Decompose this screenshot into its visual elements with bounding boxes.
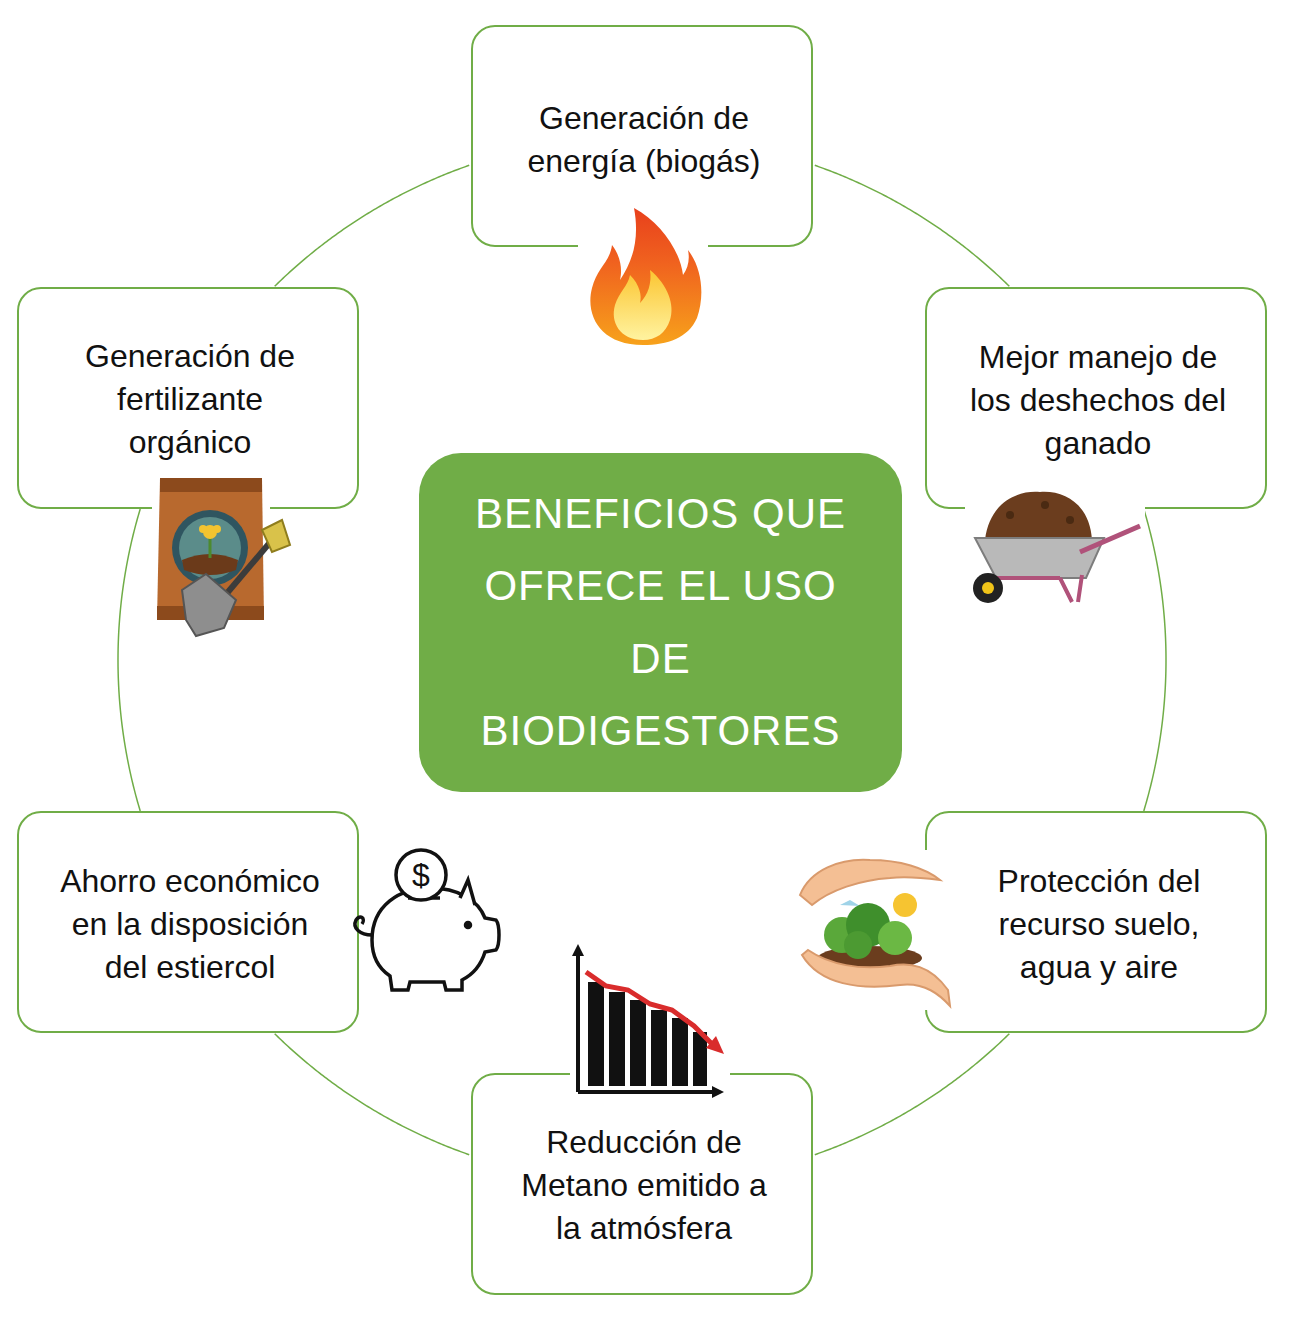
coin-symbol: $ — [405, 855, 437, 895]
piggy-bank-icon — [355, 850, 499, 990]
central-title-box: BENEFICIOS QUE OFRECE EL USO DE BIODIGES… — [419, 453, 902, 792]
benefit-text: Ahorro económico en la disposición del e… — [50, 860, 330, 990]
ring-arc — [118, 509, 140, 811]
ring-arc — [275, 165, 470, 286]
declining-chart-icon — [570, 940, 730, 1098]
benefit-text: Mejor manejo de los deshechos del ganado — [960, 336, 1236, 466]
benefit-text: Generación de energía (biogás) — [499, 97, 789, 183]
flame-icon — [578, 208, 708, 345]
benefit-box: Protección del recurso suelo, agua y air… — [925, 811, 1267, 1033]
ring-arc — [1144, 509, 1166, 811]
fertilizer-bag-icon — [152, 475, 290, 636]
ring-arc — [815, 1034, 1010, 1155]
benefit-text: Reducción de Metano emitido a la atmósfe… — [514, 1121, 774, 1251]
ring-arc — [275, 1034, 470, 1155]
benefit-box: Mejor manejo de los deshechos del ganado — [925, 287, 1267, 509]
wheelbarrow-icon — [965, 488, 1145, 608]
benefit-box: Reducción de Metano emitido a la atmósfe… — [471, 1073, 813, 1295]
ring-arc — [815, 165, 1010, 286]
benefit-text: Generación de fertilizante orgánico — [60, 335, 320, 465]
hands-environment-icon — [795, 850, 955, 1010]
title-text: BENEFICIOS QUE OFRECE EL USO DE BIODIGES… — [449, 478, 872, 767]
benefit-text: Protección del recurso suelo, agua y air… — [974, 860, 1224, 990]
benefit-box: Ahorro económico en la disposición del e… — [17, 811, 359, 1033]
